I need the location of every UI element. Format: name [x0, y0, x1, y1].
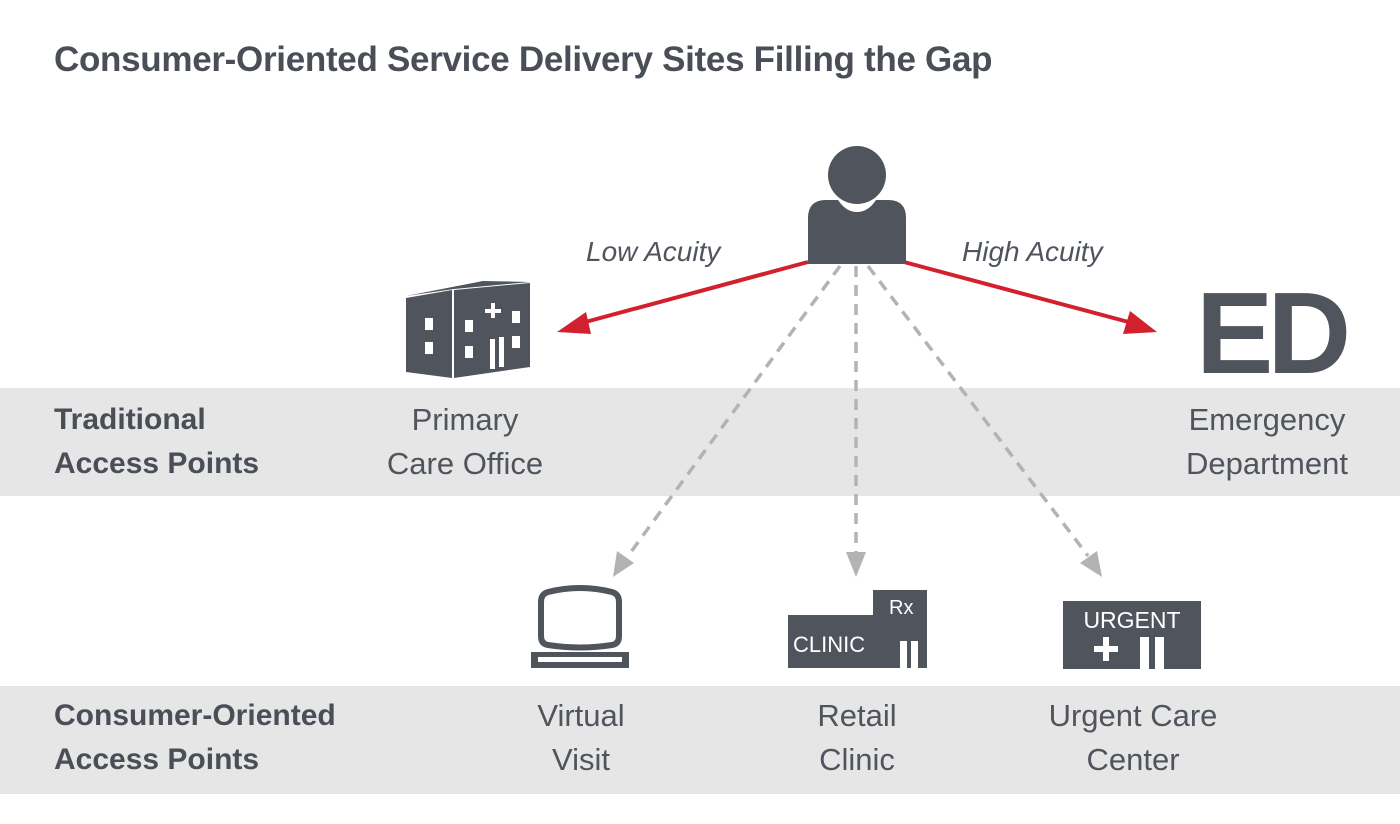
site-label-line2: Visit [551, 742, 610, 777]
retail-clinic-icon: CLINIC Rx [788, 590, 927, 668]
urgent-icon-text: URGENT [1083, 607, 1180, 633]
site-label-line2: Center [1086, 742, 1180, 777]
traditional-row-label: Traditional Access Points [54, 398, 259, 486]
diagram-title: Consumer-Oriented Service Delivery Sites… [54, 40, 993, 79]
dashed-arrow-urgent-care [866, 264, 1102, 577]
site-label-line1: Urgent Care [1048, 698, 1218, 733]
site-label-line1: Retail [817, 698, 897, 733]
low-acuity-label: Low Acuity [586, 236, 721, 267]
dashed-arrow-virtual-visit [613, 264, 842, 577]
primary-care-office-label: Primary Care Office [387, 398, 543, 486]
clinic-icon-text: CLINIC [793, 632, 865, 657]
dashed-arrow-retail-clinic [846, 266, 866, 577]
computer-monitor-icon [531, 585, 629, 668]
site-label-line1: Primary [411, 402, 519, 437]
high-acuity-arrow [903, 260, 1157, 334]
traditional-label-line2: Access Points [54, 447, 260, 480]
traditional-access-band [0, 388, 1400, 496]
traditional-label-line1: Traditional [54, 403, 206, 436]
urgent-care-icon: URGENT [1063, 601, 1201, 669]
high-acuity-label: High Acuity [962, 236, 1103, 267]
site-label-line1: Emergency [1188, 402, 1346, 437]
virtual-visit-label: Virtual Visit [537, 694, 624, 782]
emergency-department-label: Emergency Department [1186, 398, 1348, 486]
consumer-label-line2: Access Points [54, 743, 260, 776]
consumer-label-line1: Consumer-Oriented [54, 699, 336, 732]
hospital-building-icon [406, 281, 530, 378]
site-label-line2: Care Office [386, 446, 544, 481]
consumer-row-label: Consumer-Oriented Access Points [54, 694, 336, 782]
low-acuity-arrow [557, 260, 809, 334]
site-label-line2: Clinic [819, 742, 895, 777]
consumer-access-band [0, 686, 1400, 794]
urgent-care-center-label: Urgent Care Center [1049, 694, 1218, 782]
retail-clinic-label: Retail Clinic [817, 694, 896, 782]
ed-text-icon: ED [1196, 268, 1351, 398]
person-icon [808, 146, 906, 264]
rx-icon-text: Rx [889, 597, 913, 619]
site-label-line2: Department [1186, 446, 1348, 481]
site-label-line1: Virtual [537, 698, 625, 733]
